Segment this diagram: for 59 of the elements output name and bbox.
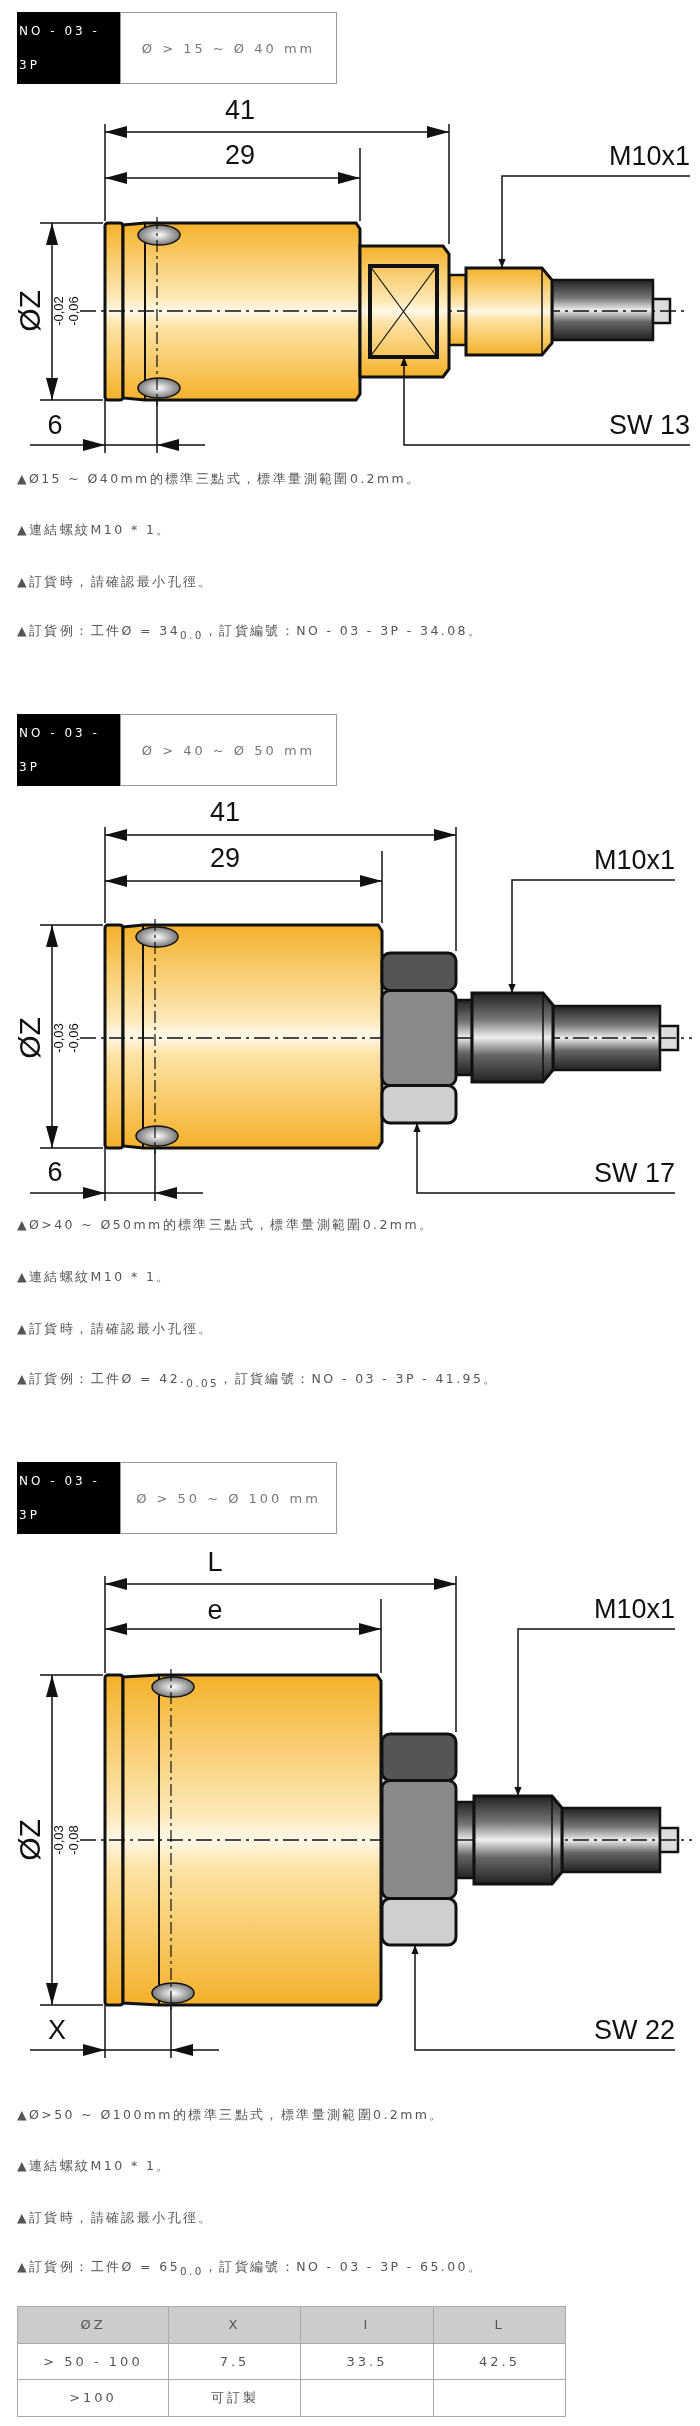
note-text: ▲訂貨例：工件Ø = 65$_{0.0}$，訂貨編號：NO - 03 - 3P - 65.00。: [17, 2259, 484, 2277]
dimension-label: 6: [47, 1156, 63, 1188]
dimension-label: ØZ: [13, 290, 47, 332]
table-header-cell: X: [168, 2306, 301, 2344]
note-text: ▲連結螺紋M10 * 1。: [17, 1268, 172, 1286]
tolerance-label: -0,06: [65, 296, 81, 326]
thread-part: [472, 1794, 564, 1886]
tolerance-label: -0,08: [65, 1825, 81, 1855]
leader-line: [400, 356, 691, 446]
table-header-cell: ØZ: [17, 2306, 169, 2344]
leader-line: [498, 175, 691, 269]
note-text: ▲訂貨時，請確認最小孔徑。: [17, 1320, 214, 1338]
callout-label: SW 13: [580, 407, 690, 443]
leader-line: [514, 1628, 676, 1797]
leader-line: [508, 879, 676, 994]
dimension-label: 41: [210, 796, 240, 828]
callout-label: SW 22: [565, 2012, 675, 2048]
hex-nut: [380, 1732, 458, 1947]
dimension-label: 6: [47, 409, 63, 441]
leader-line: [413, 1122, 676, 1194]
range-cell: Ø > 40 ~ Ø 50 mm: [120, 714, 337, 786]
thread-part: [464, 266, 554, 357]
table-header-cell: I: [300, 2306, 434, 2344]
note-text: ▲訂貨例：工件Ø = 42.$_{0.05}$，訂貨編號：NO - 03 - 3P - 41.95。: [17, 1371, 499, 1389]
note-text: ▲訂貨時，請確認最小孔徑。: [17, 573, 214, 591]
dimension-label: 29: [225, 139, 255, 171]
note-text: ▲連結螺紋M10 * 1。: [17, 2157, 172, 2175]
tolerance-label: -0,06: [65, 1023, 81, 1053]
callout-label: SW 17: [565, 1155, 675, 1191]
dimension-label: 29: [210, 842, 240, 874]
note-text: ▲Ø>40 ~ Ø50mm的標準三點式，標準量測範圍0.2mm。: [17, 1216, 435, 1234]
hex-nut: [380, 951, 458, 1125]
dimension-label: 41: [225, 94, 255, 126]
callout-label: M10x1: [565, 842, 675, 878]
note-text: ▲Ø>50 ~ Ø100mm的標準三點式，標準量測範圍0.2mm。: [17, 2106, 445, 2124]
note-text: ▲Ø15 ~ Ø40mm的標準三點式，標準量測範圍0.2mm。: [17, 470, 422, 488]
model-code-cell: NO - 03 - 3P: [17, 1462, 120, 1534]
wrench-flat: [358, 244, 451, 379]
dimension-label: ØZ: [13, 1017, 47, 1059]
callout-label: M10x1: [565, 1591, 675, 1627]
model-code-cell: NO - 03 - 3P: [17, 12, 120, 84]
range-cell: Ø > 50 ~ Ø 100 mm: [120, 1462, 337, 1534]
table-header-cell: L: [433, 2306, 566, 2344]
callout-label: M10x1: [580, 138, 690, 174]
note-text: ▲訂貨例：工件Ø = 34$_{0.0}$，訂貨編號：NO - 03 - 3P - 34.08。: [17, 623, 484, 641]
dimension-label: L: [207, 1546, 223, 1578]
dimension-label: X: [48, 2014, 66, 2046]
tolerance-label: -0,03: [50, 1825, 66, 1855]
leader-line: [411, 1944, 676, 2051]
table-cell: >100: [17, 2379, 169, 2417]
tolerance-label: -0,02: [50, 296, 66, 326]
note-text: ▲訂貨時，請確認最小孔徑。: [17, 2209, 214, 2227]
dimension-label: e: [207, 1594, 223, 1626]
thread-part: [470, 991, 555, 1084]
note-text: ▲連結螺紋M10 * 1。: [17, 521, 172, 539]
dimension-label: ØZ: [13, 1819, 47, 1861]
model-code-cell: NO - 03 - 3P: [17, 714, 120, 786]
range-cell: Ø > 15 ~ Ø 40 mm: [120, 12, 337, 84]
tolerance-label: -0,03: [50, 1023, 66, 1053]
